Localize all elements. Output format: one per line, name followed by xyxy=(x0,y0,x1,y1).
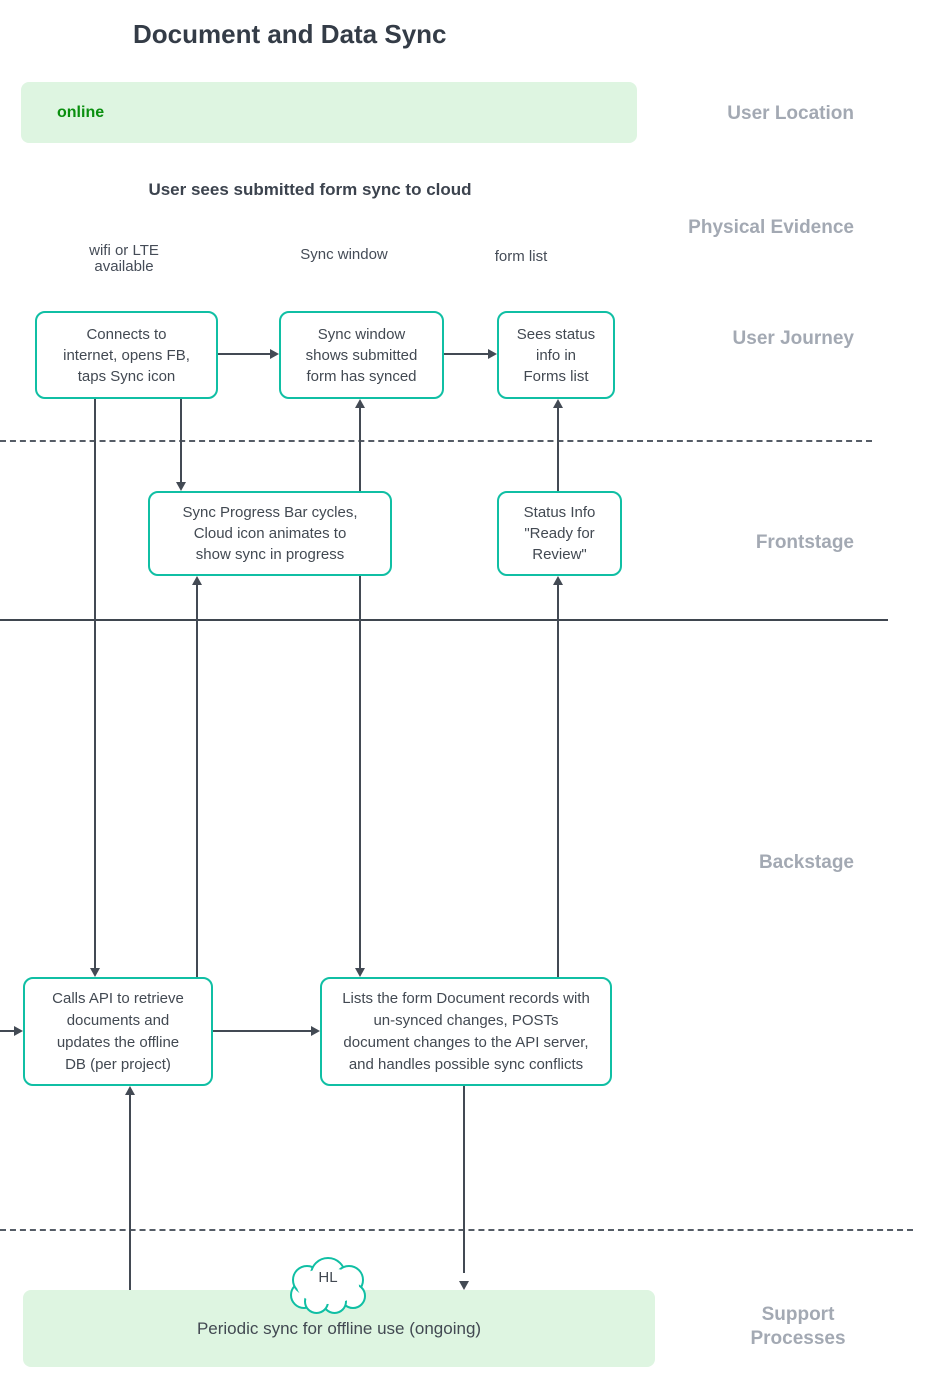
connector-lists-to-support-arrowhead xyxy=(459,1281,469,1290)
text-line: Forms list xyxy=(523,367,589,385)
lane-divider-dashed-top xyxy=(0,440,872,442)
connector-callsapi-to-lists-line xyxy=(213,1030,312,1032)
text-line: document changes to the API server, xyxy=(343,1033,589,1051)
node-lists-document-records: Lists the form Document records with un-… xyxy=(320,977,612,1086)
connector-callsapi-to-progress-line xyxy=(196,585,198,977)
text-line: Calls API to retrieve xyxy=(52,989,184,1007)
lane-label-user-location: User Location xyxy=(727,103,854,124)
connector-support-to-callsapi-line xyxy=(129,1095,131,1290)
text-line: taps Sync icon xyxy=(77,367,176,385)
text-line: Sync window xyxy=(300,246,388,263)
node-status-info-ready: Status Info "Ready for Review" xyxy=(497,491,622,576)
scenario-heading: User sees submitted form sync to cloud xyxy=(148,180,472,199)
evidence-wifi-label: wifi or LTE available xyxy=(64,243,184,275)
text-line: Sees status xyxy=(516,325,596,343)
lane-label-support-processes: Support Processes xyxy=(750,1304,846,1349)
text-line: Cloud icon animates to xyxy=(193,525,347,542)
text-line: internet, opens FB, xyxy=(63,346,190,364)
text-line: shows submitted xyxy=(305,346,418,364)
connector-lists-to-uj2-arrowhead-down xyxy=(355,968,365,977)
node-sync-progress-bar: Sync Progress Bar cycles, Cloud icon ani… xyxy=(148,491,392,576)
text-line: Sync window xyxy=(317,325,406,343)
user-location-band: online xyxy=(21,82,637,143)
lane-divider-dashed-bottom xyxy=(0,1229,913,1231)
diagram-title: Document and Data Sync xyxy=(133,19,447,49)
text-line: info in xyxy=(535,346,577,364)
connector-lists-to-status-arrowhead xyxy=(553,576,563,585)
cloud-fill xyxy=(297,1268,359,1304)
text-line: Review" xyxy=(532,546,587,563)
connector-lists-to-uj2-line xyxy=(359,407,361,969)
connector-support-to-callsapi-arrowhead xyxy=(125,1086,135,1095)
text-line: un-synced changes, POSTs xyxy=(373,1011,559,1029)
text-line: wifi or LTE xyxy=(89,242,159,259)
text-line: updates the offline xyxy=(56,1033,180,1051)
text-line: form has synced xyxy=(306,367,417,385)
text-line: "Ready for xyxy=(524,525,595,542)
connector-uj1-to-callsapi-arrowhead xyxy=(90,968,100,977)
connector-uj1-to-uj2-line xyxy=(218,353,271,355)
support-process-text: Periodic sync for offline use (ongoing) xyxy=(196,1318,482,1338)
evidence-form-list-label: form list xyxy=(461,249,581,265)
connector-uj2-to-uj3-arrowhead xyxy=(488,349,497,359)
text-line: show sync in progress xyxy=(195,546,345,563)
online-status-text: online xyxy=(57,103,105,121)
connector-edge-to-callsapi-line xyxy=(0,1030,15,1032)
connector-uj1-to-progress-arrowhead xyxy=(176,482,186,491)
text-line: Sync Progress Bar cycles, xyxy=(182,504,358,521)
connector-callsapi-to-lists-arrowhead xyxy=(311,1026,320,1036)
connector-uj1-to-progress-line xyxy=(180,399,182,483)
connector-uj1-to-uj2-arrowhead xyxy=(270,349,279,359)
connector-lists-to-uj2-arrowhead-up xyxy=(355,399,365,408)
text-line: Connects to xyxy=(86,325,167,343)
cloud-icon: HL xyxy=(286,1255,370,1317)
lane-label-backstage: Backstage xyxy=(758,852,854,873)
cloud-label: HL xyxy=(318,1269,338,1286)
text-line: available xyxy=(94,258,154,275)
text-line: and handles possible sync conflicts xyxy=(348,1055,584,1073)
node-calls-api: Calls API to retrieve documents and upda… xyxy=(23,977,213,1086)
text-line: DB (per project) xyxy=(65,1055,171,1073)
text-line: Lists the form Document records with xyxy=(342,989,590,1007)
connector-lists-to-support-line xyxy=(463,1086,465,1273)
connector-lists-to-status-line xyxy=(557,585,559,977)
connector-callsapi-to-progress-arrowhead xyxy=(192,576,202,585)
text-line: Status Info xyxy=(523,504,596,521)
text-line: documents and xyxy=(66,1011,170,1029)
text-line: form list xyxy=(494,248,548,265)
node-connects-to-internet: Connects to internet, opens FB, taps Syn… xyxy=(35,311,218,399)
connector-status-to-uj3-line xyxy=(557,407,559,491)
lane-label-user-journey: User Journey xyxy=(732,328,854,349)
node-sync-window-shows: Sync window shows submitted form has syn… xyxy=(279,311,444,399)
connector-status-to-uj3-arrowhead xyxy=(553,399,563,408)
connector-uj2-to-uj3-line xyxy=(444,353,489,355)
node-sees-status-info: Sees status info in Forms list xyxy=(497,311,615,399)
connector-edge-to-callsapi-arrowhead xyxy=(14,1026,23,1036)
lane-label-frontstage: Frontstage xyxy=(755,532,854,553)
connector-uj1-to-callsapi-line xyxy=(94,399,96,969)
line-of-visibility xyxy=(0,619,888,621)
lane-label-physical-evidence: Physical Evidence xyxy=(688,217,854,238)
evidence-sync-window-label: Sync window xyxy=(284,247,404,263)
